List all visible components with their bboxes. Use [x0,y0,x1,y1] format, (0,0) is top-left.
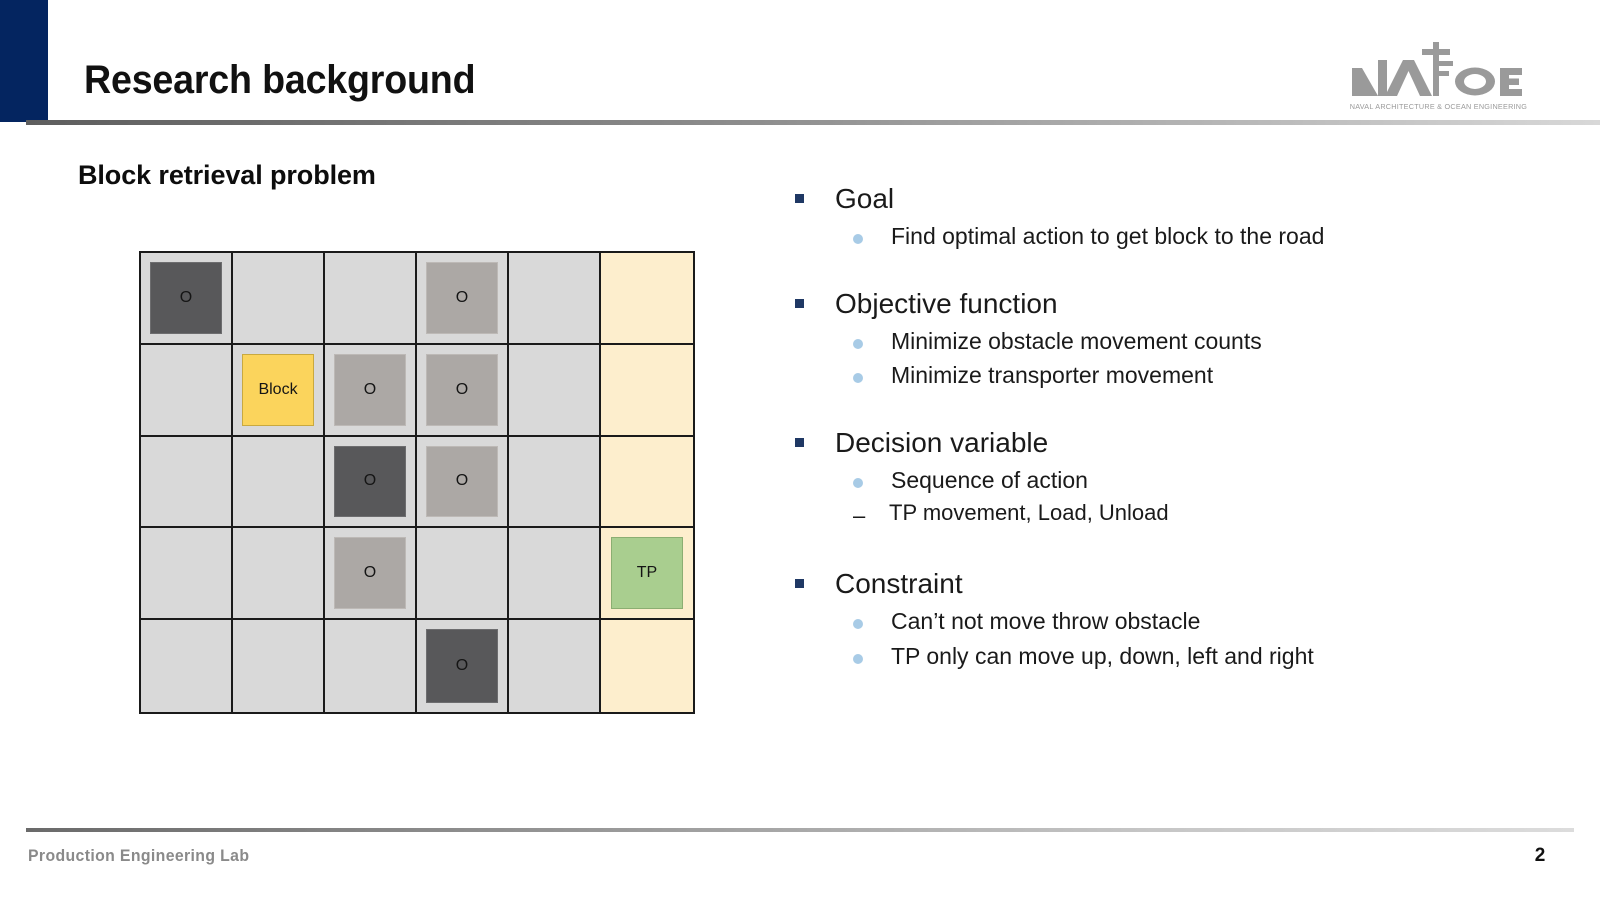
naoe-logo: NAVAL ARCHITECTURE & OCEAN ENGINEERING [1348,40,1528,118]
grid-cell-r3-c2[interactable] [233,436,325,529]
footer-divider [26,828,1574,832]
bullet-item-l1: Goal [795,182,1555,215]
bullet-text: Minimize transporter movement [891,362,1214,389]
bullet-text: Constraint [835,568,963,600]
bullet-spacer [795,390,1555,426]
bullet-dot-icon [853,373,863,384]
grid-cell-r2-c2[interactable]: Block [233,344,325,437]
grid-cell-r3-c5[interactable] [509,436,601,529]
grid-cell-r4-c5[interactable] [509,528,601,621]
obstacle-tile[interactable]: O [334,445,406,518]
grid-cell-r1-c4[interactable]: O [417,253,509,345]
grid-cell-r4-c2[interactable] [233,528,325,621]
bullet-text: TP only can move up, down, left and righ… [891,642,1314,669]
section-heading: Block retrieval problem [78,160,376,190]
bullet-item-l2: Find optimal action to get block to the … [853,223,1555,251]
obstacle-tile[interactable]: O [426,261,498,334]
header-divider [26,120,1600,125]
bullet-text: Objective function [835,287,1058,319]
bullet-square-icon [795,194,804,203]
grid-cell-r2-c5[interactable] [509,344,601,437]
bullet-dot-icon [853,234,863,245]
bullet-text: Decision variable [835,426,1049,458]
bullet-dot-icon [853,338,863,349]
grid-cell-r3-c6[interactable] [601,436,693,529]
bullet-text: Minimize obstacle movement counts [891,327,1262,354]
bullet-text: Goal [835,183,895,214]
bullet-item-l2: Minimize transporter movement [853,362,1555,390]
grid-cell-r1-c1[interactable]: O [141,253,233,345]
bullet-dot-icon [853,619,863,630]
grid-cell-r3-c3[interactable]: O [325,436,417,529]
logo-subtitle: NAVAL ARCHITECTURE & OCEAN ENGINEERING [1349,102,1528,111]
grid-cell-r1-c3[interactable] [325,253,417,345]
bullet-item-l2: TP only can move up, down, left and righ… [853,643,1555,671]
grid-cell-r2-c6[interactable] [601,344,693,437]
grid-cell-r5-c4[interactable]: O [417,620,509,712]
bullet-text: Sequence of action [891,466,1088,493]
bullet-square-icon [795,298,804,308]
grid-cell-r1-c6[interactable] [601,253,693,345]
grid-cell-r5-c5[interactable] [509,620,601,712]
bullet-text: Can’t not move throw obstacle [891,608,1201,635]
bullet-spacer [795,531,1555,567]
obstacle-tile[interactable]: O [334,537,406,610]
page-title: Research background [84,58,476,102]
bullet-dot-icon [853,477,863,488]
bullet-square-icon [795,579,804,589]
obstacle-tile[interactable]: O [426,445,498,518]
bullet-item-l2: Sequence of action [853,467,1555,495]
bullet-item-l2: Can’t not move throw obstacle [853,608,1555,636]
obstacle-tile[interactable]: O [334,353,406,426]
bullet-square-icon [795,437,804,447]
grid-cell-r2-c1[interactable] [141,344,233,437]
block-tile[interactable]: Block [242,353,314,426]
grid-cell-r5-c3[interactable] [325,620,417,712]
transporter-tile[interactable]: TP [610,537,684,610]
bullet-text: Find optimal action to get block to the … [891,223,1325,250]
grid-cell-r5-c2[interactable] [233,620,325,712]
bullet-dash-icon: – [853,503,866,529]
bullet-spacer [795,251,1555,287]
obstacle-tile[interactable]: O [150,261,222,334]
bullet-item-l2: Minimize obstacle movement counts [853,328,1555,356]
header-accent-bar [0,0,48,122]
naoe-wordmark-icon [1352,42,1522,96]
grid-cell-r4-c4[interactable] [417,528,509,621]
grid-cell-r1-c5[interactable] [509,253,601,345]
obstacle-tile[interactable]: O [426,353,498,426]
grid-cell-r2-c4[interactable]: O [417,344,509,437]
grid-cell-r3-c1[interactable] [141,436,233,529]
grid-cell-r4-c6[interactable]: TP [601,528,693,621]
obstacle-tile[interactable]: O [426,629,498,703]
bullet-item-l1: Objective function [795,287,1555,320]
bullet-item-l3: –TP movement, Load, Unload [853,500,1555,531]
grid-cell-r1-c2[interactable] [233,253,325,345]
grid-cell-r5-c6[interactable] [601,620,693,712]
page-number: 2 [1534,845,1546,866]
bullet-text: TP movement, Load, Unload [889,500,1169,526]
bullet-item-l1: Decision variable [795,426,1555,459]
grid-cell-r4-c1[interactable] [141,528,233,621]
footer-lab-name: Production Engineering Lab [28,846,250,865]
bullet-item-l1: Constraint [795,567,1555,600]
grid-cell-r5-c1[interactable] [141,620,233,712]
grid-cell-r4-c3[interactable]: O [325,528,417,621]
grid-cell-r3-c4[interactable]: O [417,436,509,529]
bullet-dot-icon [853,653,863,664]
grid-cell-r2-c3[interactable]: O [325,344,417,437]
